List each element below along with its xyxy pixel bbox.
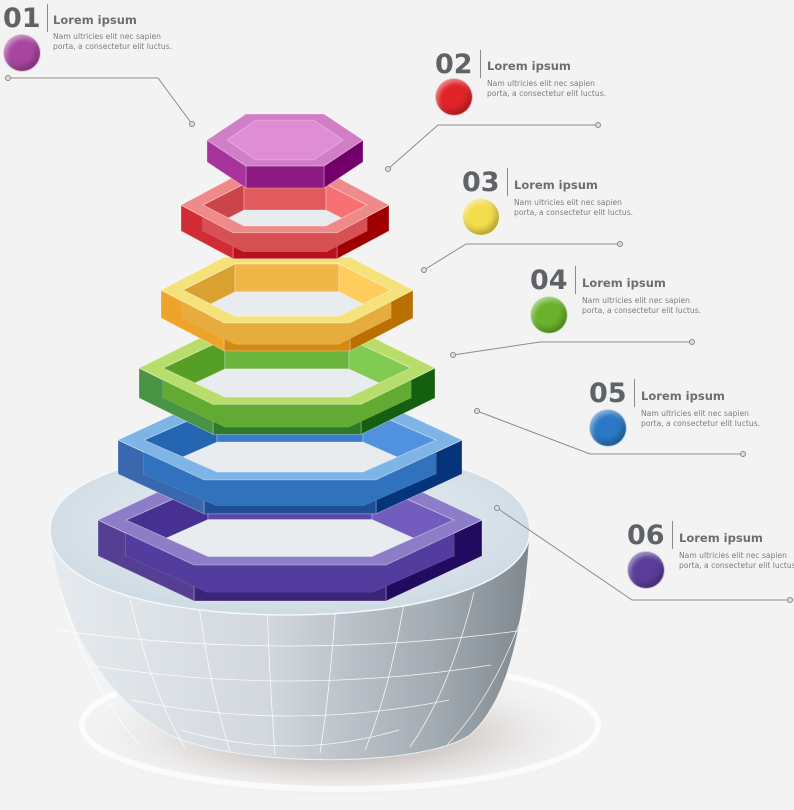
label-06-dot xyxy=(627,551,665,589)
label-02-title: Lorem ipsum xyxy=(487,59,571,73)
bowl-grid-meridian xyxy=(59,588,141,746)
bowl-grid-meridian xyxy=(319,601,337,754)
label-06-desc-line-1: Nam ultricies elit nec sapien xyxy=(679,551,787,560)
connector-03 xyxy=(423,243,620,271)
label-05-desc-line-1: Nam ultricies elit nec sapien xyxy=(641,409,749,418)
connector-04-end-a xyxy=(450,352,456,358)
ring-outer-face xyxy=(206,139,247,189)
label-02-description: Nam ultricies elit nec sapien porta, a c… xyxy=(487,79,637,99)
label-04-number: 04 xyxy=(530,265,568,296)
label-04-title: Lorem ipsum xyxy=(582,276,666,290)
label-04-description: Nam ultricies elit nec sapien porta, a c… xyxy=(582,296,732,316)
connector-06-end-a xyxy=(494,505,500,511)
label-03-number: 03 xyxy=(462,167,500,198)
connector-06-end-b xyxy=(787,597,793,603)
connector-02-end-a xyxy=(385,166,391,172)
ring-top-inner xyxy=(226,119,344,161)
bowl-grid-parallel xyxy=(88,664,492,682)
label-06-title: Lorem ipsum xyxy=(679,531,763,545)
label-02-divider xyxy=(480,50,481,78)
connector-01 xyxy=(8,77,193,125)
label-01-divider xyxy=(47,4,48,32)
ring-yellow xyxy=(160,256,414,352)
label-06-description: Nam ultricies elit nec sapien porta, a c… xyxy=(679,551,794,571)
label-01-desc-line-2: porta, a consectetur elit luctus. xyxy=(53,42,173,51)
label-01-number: 01 xyxy=(3,3,41,34)
label-05-desc-line-2: porta, a consectetur elit luctus. xyxy=(641,419,761,428)
connector-03-end-a xyxy=(421,267,427,273)
label-03-desc-line-1: Nam ultricies elit nec sapien xyxy=(514,198,622,207)
ring-top-band xyxy=(160,256,414,324)
label-01-description: Nam ultricies elit nec sapien porta, a c… xyxy=(53,32,203,52)
bowl-grid-parallel xyxy=(130,699,450,717)
ring-outer-face xyxy=(245,165,325,189)
bowl-grid-parallel xyxy=(180,729,400,747)
label-06-desc-line-2: porta, a consectetur elit luctus. xyxy=(679,561,794,570)
connector-05 xyxy=(476,410,743,455)
label-05-description: Nam ultricies elit nec sapien porta, a c… xyxy=(641,409,791,429)
connector-lines xyxy=(5,75,793,603)
connector-04 xyxy=(452,341,692,356)
bowl-grid-meridian xyxy=(409,592,475,748)
label-01-title: Lorem ipsum xyxy=(53,13,137,27)
label-03-description: Nam ultricies elit nec sapien porta, a c… xyxy=(514,198,664,218)
bowl-grid-parallel xyxy=(54,629,526,647)
label-05-title: Lorem ipsum xyxy=(641,389,725,403)
label-05-dot xyxy=(589,409,627,447)
connector-02 xyxy=(387,124,598,170)
label-02-desc-line-1: Nam ultricies elit nec sapien xyxy=(487,79,595,88)
label-02-desc-line-2: porta, a consectetur elit luctus. xyxy=(487,89,607,98)
label-04-desc-line-1: Nam ultricies elit nec sapien xyxy=(582,296,690,305)
bowl-grid-meridian xyxy=(128,593,186,749)
bowl-grid-meridian xyxy=(364,596,406,751)
hexagon-rings xyxy=(97,113,483,602)
bowl-grid-meridian xyxy=(197,598,231,752)
connector-02-end-b xyxy=(595,122,601,128)
ring-purple-top xyxy=(206,113,364,189)
ring-inner-front xyxy=(225,397,349,428)
connector-01-end-b xyxy=(189,121,195,127)
label-01-desc-line-1: Nam ultricies elit nec sapien xyxy=(53,32,161,41)
label-01-dot xyxy=(3,34,41,72)
label-03-dot xyxy=(462,198,500,236)
label-03-divider xyxy=(507,168,508,196)
connector-04-end-b xyxy=(689,339,695,345)
label-05-divider xyxy=(634,379,635,407)
label-06-divider xyxy=(672,521,673,549)
bowl-grid-meridian xyxy=(447,588,532,745)
ring-inner-wall xyxy=(234,263,340,293)
connector-06 xyxy=(496,507,790,601)
ring-inner-front xyxy=(217,472,363,506)
ring-inner-front xyxy=(235,316,339,345)
label-03-desc-line-2: porta, a consectetur elit luctus. xyxy=(514,208,634,217)
bowl-grid-meridian xyxy=(266,603,276,755)
connector-05-end-b xyxy=(740,451,746,457)
label-03-title: Lorem ipsum xyxy=(514,178,598,192)
connector-03-end-b xyxy=(617,241,623,247)
bowl-grid xyxy=(54,588,532,755)
label-02-dot xyxy=(435,78,473,116)
label-04-desc-line-2: porta, a consectetur elit luctus. xyxy=(582,306,702,315)
ring-red xyxy=(180,176,390,260)
label-02-number: 02 xyxy=(435,49,473,80)
label-05-number: 05 xyxy=(589,378,627,409)
label-06-number: 06 xyxy=(627,520,665,551)
label-04-dot xyxy=(530,296,568,334)
connector-01-end-a xyxy=(5,75,11,81)
label-04-divider xyxy=(575,266,576,294)
connector-05-end-a xyxy=(474,408,480,414)
ring-inner-front xyxy=(208,556,372,593)
ring-green xyxy=(138,331,436,436)
